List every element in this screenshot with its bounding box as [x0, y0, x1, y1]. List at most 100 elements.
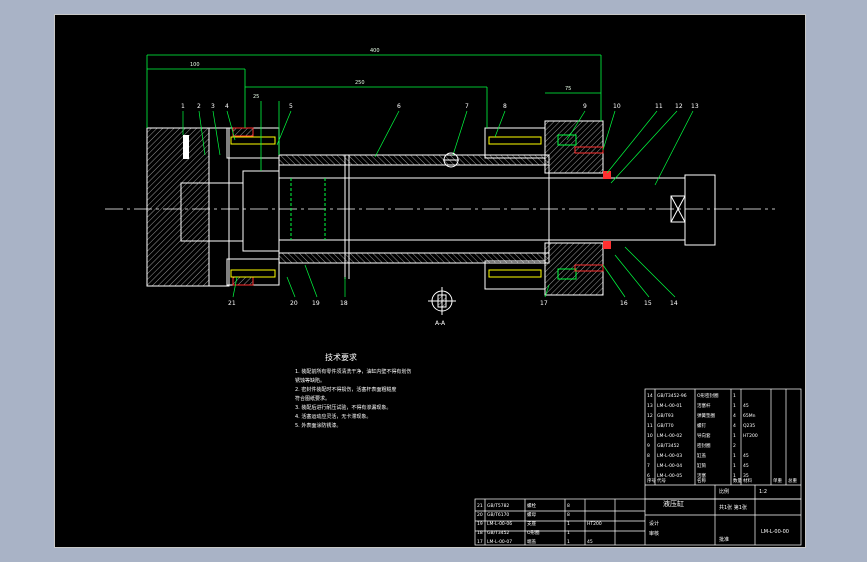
bom-cell: HT200 [743, 433, 758, 439]
drawing-number: LM-L-00-00 [761, 529, 789, 535]
bom-header-cell: 单重 [773, 477, 782, 484]
bom-left-cell: 支座 [527, 520, 536, 527]
bom-cell: GB/T3452 [657, 443, 679, 449]
part-number: 19 [312, 300, 320, 307]
bom-header-cell: 材料 [743, 477, 752, 484]
part-number: 7 [465, 103, 469, 110]
bom-left-cell: 端盖 [527, 538, 536, 545]
technical-requirements: 技术要求 1. 装配前所有零件须清洗干净，油缸内壁不得有划伤 锈蚀等缺陷。2. … [295, 352, 411, 429]
tech-line: 1. 装配前所有零件须清洗干净，油缸内壁不得有划伤 [295, 368, 411, 375]
bom-left-cell: HT200 [587, 521, 602, 527]
svg-text:75: 75 [565, 86, 571, 92]
bom-cell: 导向套 [697, 432, 711, 439]
bom-cell: 活塞杆 [697, 402, 711, 409]
part-number: 17 [540, 300, 548, 307]
part-number: 4 [225, 103, 229, 110]
bom-left-cell: 17 [477, 539, 483, 545]
bom-left-cell: 螺栓 [527, 502, 536, 509]
tech-title: 技术要求 [325, 352, 357, 362]
bom-cell: 4 [733, 413, 736, 419]
assembly-name: 液压缸 [663, 499, 684, 508]
bom-cell: GB/T93 [657, 413, 674, 419]
part-number: 20 [290, 300, 298, 307]
bom-cell: 65Mn [743, 413, 756, 419]
bom-cell: 1 [733, 463, 736, 469]
bom-cell: 10 [647, 433, 653, 439]
bom-cell: 45 [743, 463, 749, 469]
bom-cell: 8 [647, 453, 650, 459]
part-number: 14 [670, 300, 678, 307]
section-label: A-A [435, 320, 446, 327]
bom-cell: 1 [733, 473, 736, 479]
bom-left-cell: 20 [477, 512, 483, 518]
bom-cell: 活塞 [697, 472, 706, 479]
bom-cell: 弹簧垫圈 [697, 412, 715, 419]
bom-left-cell: 18 [477, 530, 483, 536]
tech-line: 4. 活塞运动应灵活，无卡滞现象。 [295, 413, 371, 420]
bom-cell: LM-L-00-05 [657, 473, 682, 479]
approver-label: 批准 [719, 536, 729, 543]
bom-left-cell: 8 [567, 512, 570, 518]
svg-text:250: 250 [355, 80, 365, 86]
bom-cell: 2 [733, 443, 736, 449]
part-number: 5 [289, 103, 293, 110]
bom-left-cell: 1 [567, 539, 570, 545]
bom-left-cell: GB/T6170 [487, 512, 509, 518]
part-number: 1 [181, 103, 185, 110]
bom-cell: 12 [647, 413, 653, 419]
part-number: 3 [211, 103, 215, 110]
cad-drawing: 400 100 250 75 25 [105, 48, 802, 546]
bom-cell: 13 [647, 403, 653, 409]
bom-cell: 4 [733, 423, 736, 429]
part-number: 11 [655, 103, 663, 110]
bom-cell: 1 [733, 393, 736, 399]
part-number: 15 [644, 300, 652, 307]
bom-left-cell: O形圈 [527, 529, 540, 536]
bom-header-cell: 数量 [733, 477, 742, 484]
bom-left-cell: LM-L-00-07 [487, 539, 512, 545]
part-number: 12 [675, 103, 683, 110]
bom-left-cell: GB/T5782 [487, 503, 509, 509]
bom-cell: LM-L-00-02 [657, 433, 682, 439]
bom-cell: 螺钉 [697, 422, 706, 429]
part-number: 16 [620, 300, 628, 307]
bom-cell: O形密封圈 [697, 392, 719, 399]
part-number: 8 [503, 103, 507, 110]
bom-cell: 缸筒 [697, 462, 706, 469]
assembly-view: 400 100 250 75 25 [105, 48, 775, 315]
sheet-info: 共1张 第1张 [719, 504, 747, 511]
bom-left-cell: 螺母 [527, 511, 536, 518]
bom-left-cell: 19 [477, 521, 483, 527]
part-number: 6 [397, 103, 401, 110]
bom-header-cell: 序号 [647, 477, 656, 484]
bom-cell: 1 [733, 433, 736, 439]
tech-line: 3. 装配后进行耐压试验，不得有渗漏现象。 [295, 404, 391, 411]
bom-cell: Q235 [743, 423, 755, 429]
bom-cell: GB/T3452-96 [657, 393, 687, 399]
bom-left-cell: LM-L-00-06 [487, 521, 512, 527]
bom-cell: 1 [733, 453, 736, 459]
bom-cell: 6 [647, 473, 650, 479]
bom-cell: LM-L-00-03 [657, 453, 682, 459]
scale-value: 1:2 [759, 489, 767, 495]
part-number: 18 [340, 300, 348, 307]
bom-cell: LM-L-00-04 [657, 463, 682, 469]
bom-left-cell: GB/T3452 [487, 530, 509, 536]
bom-left-cell: 8 [567, 503, 570, 509]
svg-text:100: 100 [190, 62, 200, 68]
bom-cell: LM-L-00-01 [657, 403, 682, 409]
title-block [474, 388, 802, 546]
scale-label: 比例 [719, 488, 729, 495]
bom-cell: 11 [647, 423, 653, 429]
tech-line: 锈蚀等缺陷。 [295, 377, 325, 384]
tech-line: 5. 外表面涂防锈漆。 [295, 422, 341, 429]
bom-cell: 密封圈 [697, 442, 711, 449]
bom-cell: 7 [647, 463, 650, 469]
title-block-text: 液压缸 比例 1:2 LM-L-00-00 共1张 第1张 设计 审核 批准 [649, 488, 789, 543]
drawing-frame: 400 100 250 75 25 [54, 14, 806, 548]
bom-left-cell: 45 [587, 539, 593, 545]
bom-header-cell: 名称 [697, 477, 706, 484]
